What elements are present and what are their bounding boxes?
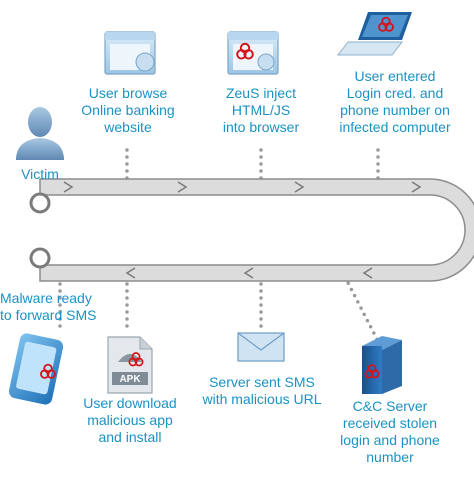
step-label-download: User download malicious app and install (83, 395, 177, 445)
flow-track (29, 178, 474, 282)
step-label-inject: ZeuS inject HTML/JS into browser (222, 85, 300, 135)
step-label-malware-ready: Malware ready to forward SMS (0, 290, 97, 323)
step-label-entered: User entered Login cred. and phone numbe… (339, 68, 451, 135)
infected-server-icon (362, 336, 402, 394)
victim-label: Victim (21, 166, 59, 182)
infected-laptop-icon (336, 12, 412, 56)
step-label-cnc: C&C Server received stolen login and pho… (340, 398, 440, 465)
browser-window-icon (104, 31, 156, 75)
connector-dots (58, 148, 382, 347)
infected-browser-icon (227, 31, 279, 75)
apk-label: APK (119, 374, 141, 385)
infected-phone-icon (8, 333, 64, 405)
user-avatar-icon (16, 107, 64, 160)
step-label-browse: User browse Online banking website (81, 85, 175, 135)
step-label-sms: Server sent SMS with malicious URL (202, 374, 322, 407)
envelope-icon (237, 332, 285, 362)
apk-package-icon: APK (107, 336, 153, 394)
